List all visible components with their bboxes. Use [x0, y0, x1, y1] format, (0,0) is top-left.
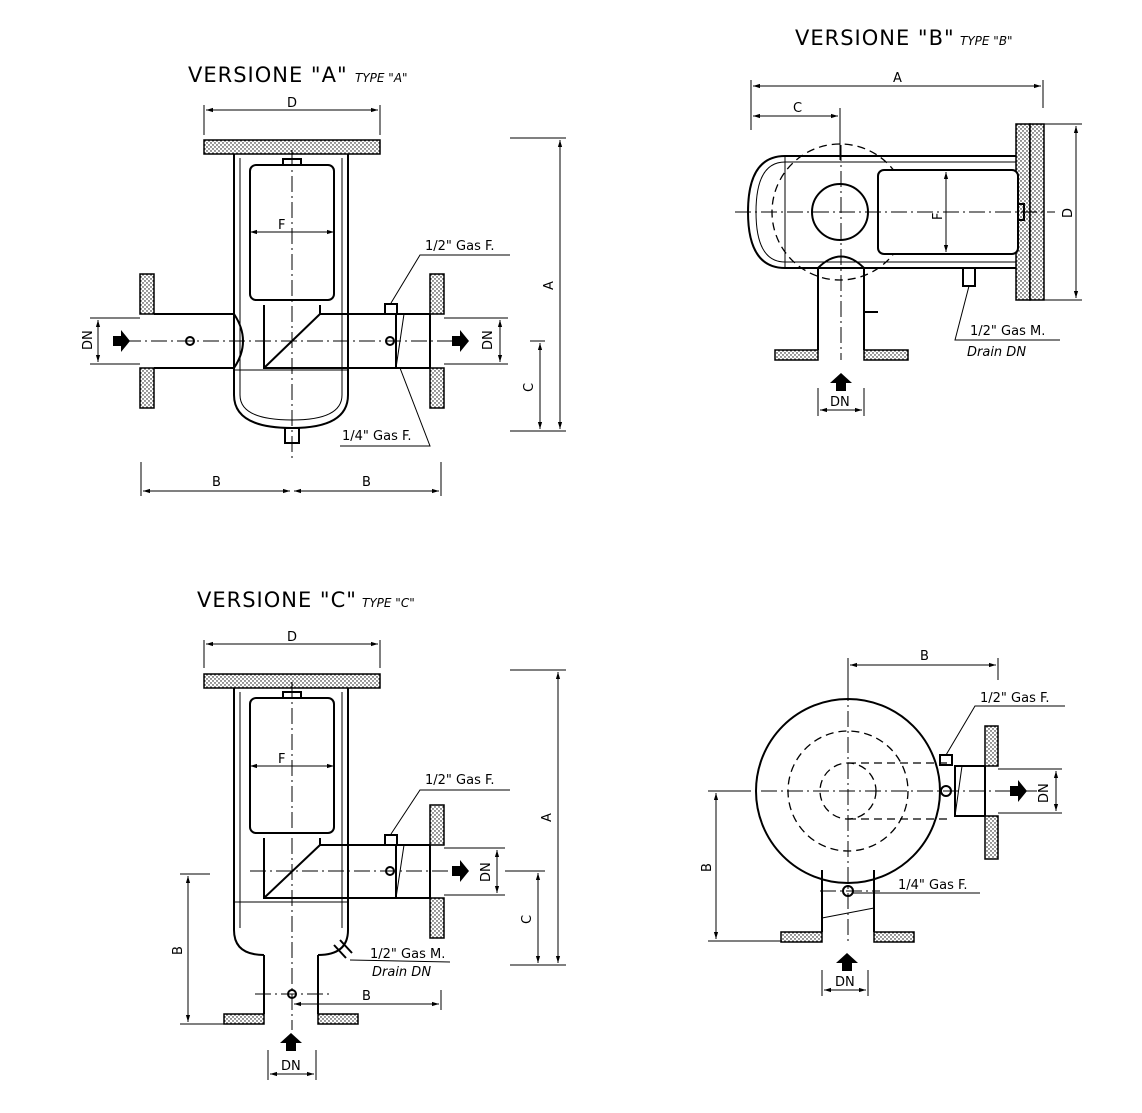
dim-c-b-label: C	[793, 101, 802, 116]
version-b-title: VERSIONE "B"	[795, 26, 955, 50]
dn-outlet-label: DN	[481, 330, 496, 350]
flow-arrow-out-c-icon	[452, 860, 469, 882]
note-half-gas-m-c: 1/2" Gas M.	[370, 947, 445, 962]
note-half-gas-f-c: 1/2" Gas F.	[425, 773, 495, 788]
flow-arrow-up-c-icon	[280, 1033, 302, 1051]
dim-d-b-label: D	[1061, 208, 1076, 218]
version-a-subtitle: TYPE "A"	[355, 71, 408, 85]
dim-d-c-label: D	[287, 630, 297, 645]
note-quarter-gas-f: 1/4" Gas F.	[342, 429, 412, 444]
version-b-subtitle: TYPE "B"	[960, 34, 1013, 48]
dim-a-label: A	[542, 281, 557, 290]
flow-arrow-out-top-icon	[1010, 780, 1027, 802]
dim-b-c-vertical-label: B	[171, 946, 186, 955]
version-c-view: VERSIONE "C" TYPE "C" D F	[171, 588, 566, 1080]
note-quarter-gas-f-top: 1/4" Gas F.	[898, 878, 968, 893]
version-c-top-view: B B DN DN 1/2" Gas F. 1/4" Gas F.	[700, 649, 1065, 996]
note-drain-b: Drain DN	[967, 345, 1026, 360]
version-b-view: VERSIONE "B" TYPE "B" A C F	[735, 26, 1082, 416]
dim-f-label: F	[278, 218, 285, 233]
dim-b-side-label: B	[700, 863, 715, 872]
version-a-view: VERSIONE "A" TYPE "A" D F	[81, 63, 566, 496]
version-a-title: VERSIONE "A"	[188, 63, 348, 87]
note-half-gas-m-b: 1/2" Gas M.	[970, 324, 1045, 339]
dim-a-b-label: A	[893, 71, 902, 86]
dn-b-label: DN	[830, 395, 850, 410]
dim-c-label: C	[522, 383, 537, 392]
dn-c-inlet-label: DN	[281, 1059, 301, 1074]
dim-d-label: D	[287, 96, 297, 111]
flow-arrow-out-icon	[452, 330, 469, 352]
note-half-gas-f-top: 1/2" Gas F.	[980, 691, 1050, 706]
dim-b-c-horizontal-label: B	[362, 989, 371, 1004]
dn-c-outlet-label: DN	[479, 862, 494, 882]
dim-c-c-label: C	[520, 915, 535, 924]
dim-b-left-label: B	[212, 475, 221, 490]
dim-b-top-label: B	[920, 649, 929, 664]
dim-b-right-label: B	[362, 475, 371, 490]
dim-f-b-label: F	[931, 213, 946, 220]
flow-arrow-up-b-icon	[830, 373, 852, 391]
dn-top-inlet-label: DN	[835, 975, 855, 990]
note-drain-c: Drain DN	[372, 965, 431, 980]
dn-top-outlet-label: DN	[1037, 783, 1052, 803]
note-half-gas-f: 1/2" Gas F.	[425, 239, 495, 254]
dim-f-c-label: F	[278, 752, 285, 767]
flow-arrow-up-top-icon	[836, 953, 858, 971]
dn-inlet-label: DN	[81, 330, 96, 350]
version-c-title: VERSIONE "C"	[197, 588, 357, 612]
version-c-subtitle: TYPE "C"	[362, 596, 415, 610]
dim-a-c-label: A	[540, 813, 555, 822]
flow-arrow-in-icon	[113, 330, 130, 352]
